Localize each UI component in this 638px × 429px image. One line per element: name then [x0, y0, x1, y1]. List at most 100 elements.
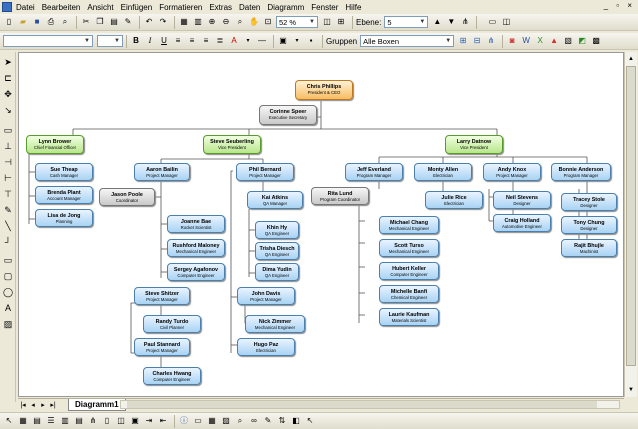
rows-icon[interactable]: ▤	[75, 416, 83, 425]
window-controls[interactable]: _ ▫ ×	[603, 1, 635, 10]
new-icon[interactable]: ▯	[6, 17, 12, 26]
line-style-icon[interactable]: —	[258, 36, 266, 45]
level-combo[interactable]: 5▼	[384, 16, 429, 28]
text-icon[interactable]: A	[4, 303, 11, 313]
hscroll-thumb[interactable]	[127, 401, 597, 408]
word-icon[interactable]: W	[522, 36, 530, 45]
menu-ansicht[interactable]: Ansicht	[87, 2, 114, 12]
scroll-up-icon[interactable]: ▲	[628, 56, 634, 62]
expand-icon[interactable]: ⊞	[337, 17, 345, 26]
export-icon[interactable]: ◙	[509, 36, 515, 45]
cut-icon[interactable]: ✂	[82, 17, 90, 26]
ortho-line-icon[interactable]: ┘	[4, 237, 12, 247]
merge-icon[interactable]: ▣	[131, 416, 139, 425]
line-icon[interactable]: ╲	[5, 220, 11, 231]
link-icon[interactable]: ∞	[251, 416, 257, 425]
save-icon[interactable]: ■	[34, 17, 40, 26]
italic-icon[interactable]: I	[148, 36, 152, 45]
zoom-in-icon[interactable]: ⊕	[208, 17, 216, 26]
format-painter-icon[interactable]: ✎	[124, 17, 132, 26]
font-combo[interactable]: ▼	[3, 35, 93, 47]
move-icon[interactable]: ✥	[4, 88, 12, 99]
menu-daten[interactable]: Daten	[239, 2, 261, 12]
preview-icon[interactable]: ⌕	[62, 17, 68, 26]
menu-einfuegen[interactable]: Einfügen	[120, 2, 153, 12]
horizontal-scrollbar[interactable]	[120, 400, 620, 409]
ellipse-icon[interactable]: ◯	[2, 286, 14, 297]
rounded-rect-icon[interactable]: ▢	[3, 270, 13, 281]
pencil-icon[interactable]: ✎	[4, 204, 12, 215]
menu-hilfe[interactable]: Hilfe	[345, 2, 362, 12]
scroll-down-icon[interactable]: ▼	[628, 387, 634, 393]
scroll-thumb[interactable]	[626, 66, 636, 366]
split-icon[interactable]: ◫	[117, 416, 125, 425]
underline-icon[interactable]: U	[161, 36, 167, 45]
menu-extras[interactable]: Extras	[209, 2, 233, 12]
pdf-icon[interactable]: ▲	[550, 36, 559, 45]
paste-icon[interactable]: ▤	[110, 17, 118, 26]
grid-small-icon[interactable]: ▦	[19, 416, 27, 425]
menu-fenster[interactable]: Fenster	[311, 2, 339, 12]
window-split-icon[interactable]: ◫	[502, 17, 511, 26]
print-icon[interactable]: ⎙	[47, 17, 55, 26]
box-tool-icon[interactable]: ▭	[3, 124, 13, 135]
manager-icon[interactable]: ⊤	[4, 188, 12, 199]
list-icon[interactable]: ☰	[47, 416, 55, 425]
org-icon[interactable]: ⋔	[487, 36, 495, 45]
justify-icon[interactable]: ≣	[216, 36, 224, 45]
last-tab-icon[interactable]: ▸|	[50, 402, 56, 409]
ungroup-icon[interactable]: ⊟	[473, 36, 481, 45]
font-size-combo[interactable]: ▼	[97, 35, 123, 47]
level-up-icon[interactable]: ▲	[433, 17, 442, 26]
redo-icon[interactable]: ↷	[159, 17, 167, 26]
grid-icon[interactable]: ▦	[180, 17, 188, 26]
fit-icon[interactable]: ◫	[323, 17, 331, 26]
connector-icon[interactable]: ⊏	[4, 72, 12, 83]
paint-icon[interactable]: ◧	[292, 416, 300, 425]
font-color-icon[interactable]: A	[231, 36, 237, 45]
tab-diagramm1[interactable]: Diagramm1	[68, 399, 126, 411]
pen-icon[interactable]: ✎	[264, 416, 272, 425]
dropdown-icon[interactable]: ▾	[246, 38, 250, 44]
cursor-icon[interactable]: ↖	[306, 416, 314, 425]
bold-icon[interactable]: B	[133, 36, 139, 45]
sort-icon[interactable]: ⇅	[278, 416, 286, 425]
rectangle-icon[interactable]: ▭	[3, 254, 13, 265]
table-icon[interactable]: ▤	[33, 416, 41, 425]
hand-icon[interactable]: ✋	[249, 17, 259, 26]
zoom-combo[interactable]: 52 %▼	[276, 16, 318, 28]
photo-icon[interactable]: ▨	[222, 416, 230, 425]
tree-view-icon[interactable]: ⋔	[89, 416, 97, 425]
excel-icon[interactable]: X	[537, 36, 543, 45]
align-right-icon[interactable]: ≡	[203, 36, 209, 45]
align-center-icon[interactable]: ≡	[189, 36, 195, 45]
